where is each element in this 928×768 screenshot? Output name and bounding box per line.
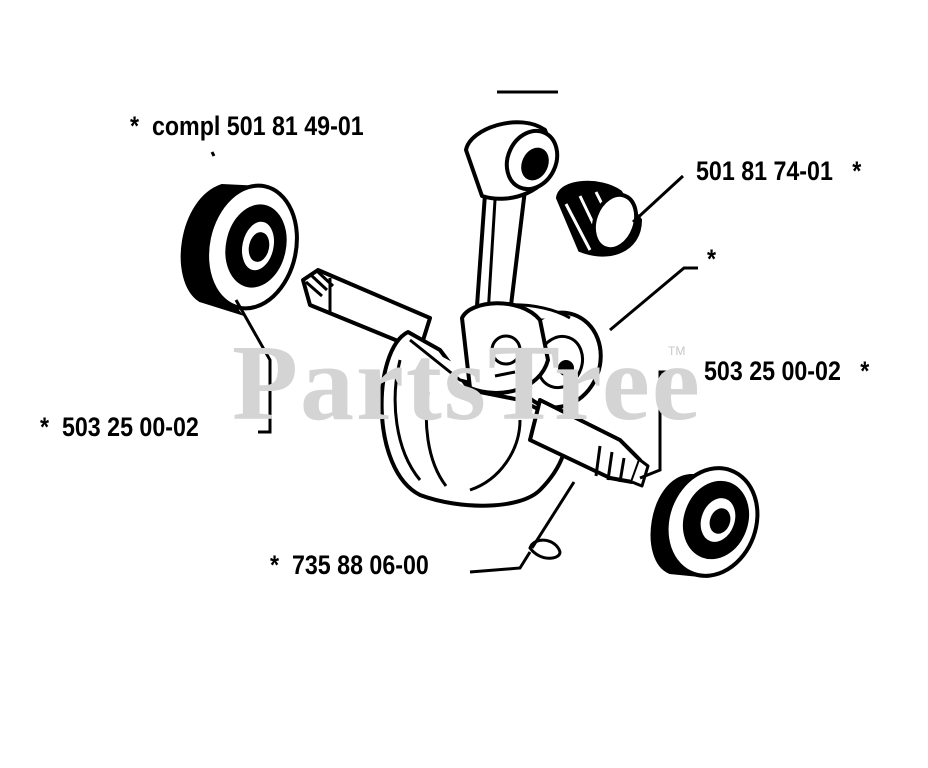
asterisk-marker: * [40, 412, 50, 442]
asterisk-marker: * [860, 356, 870, 386]
crankshaft-illustration [301, 120, 650, 508]
label-woodruff-key: * 735 88 06-00 [270, 552, 429, 579]
trademark-mark: TM [668, 344, 686, 358]
left-bearing-illustration [180, 183, 299, 316]
needle-bearing-illustration [555, 180, 643, 257]
part-number: 501 81 74-01 [696, 156, 833, 186]
label-crankshaft-complete: * compl 501 81 49-01 [130, 113, 364, 140]
label-bearing-left: * 503 25 00-02 [40, 414, 199, 441]
right-bearing-illustration [650, 466, 760, 578]
leader-lines [210, 151, 698, 574]
part-number: 503 25 00-02 [61, 412, 199, 442]
asterisk-marker: * [130, 111, 140, 141]
partstree-watermark: PartsTree [232, 324, 702, 443]
asterisk-marker: * [707, 244, 717, 274]
label-crankshaft-marker: * [707, 246, 716, 273]
asterisk-marker: * [852, 156, 862, 186]
part-number: 503 25 00-02 [704, 356, 841, 386]
label-needle-bearing: 501 81 74-01 * [696, 158, 861, 185]
part-number: 735 88 06-00 [291, 550, 429, 580]
asterisk-marker: * [270, 550, 280, 580]
label-bearing-right: 503 25 00-02 * [704, 358, 869, 385]
part-number: compl 501 81 49-01 [151, 111, 364, 141]
